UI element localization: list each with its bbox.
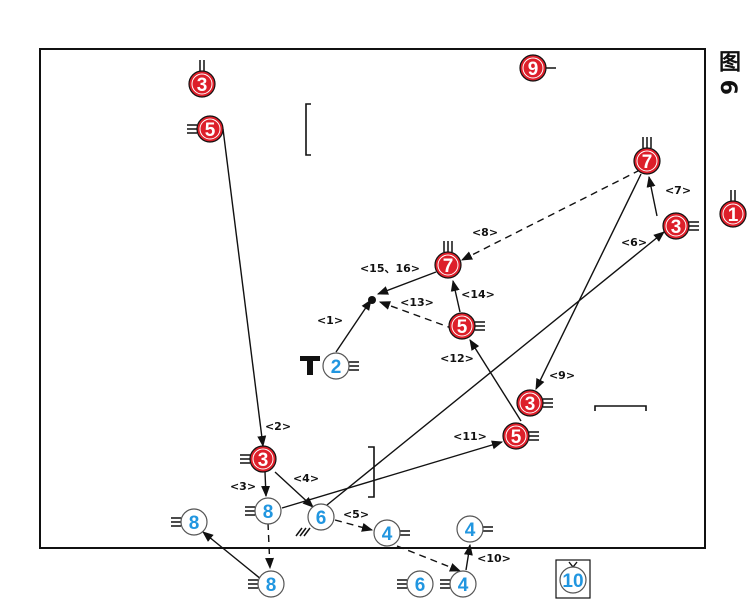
arrow-label: <10>: [477, 552, 511, 565]
arrow-label: <15、16>: [360, 262, 420, 275]
red-player-5: 5: [502, 422, 539, 450]
movement-path: [469, 339, 522, 422]
blue-player-6: 6: [397, 570, 434, 598]
player-number: 5: [457, 317, 468, 338]
paths-layer: [202, 128, 665, 585]
player-number: 4: [382, 524, 393, 545]
movement-path: [463, 543, 473, 571]
red-player-5: 5: [187, 115, 224, 143]
blue-player-8: 8: [245, 497, 282, 525]
movement-path: [396, 545, 462, 572]
player-number: 7: [642, 152, 653, 173]
blue-player-4: 4: [373, 519, 410, 547]
movement-path: [202, 531, 268, 585]
movement-path: [535, 173, 642, 391]
movement-path: [376, 271, 437, 295]
player-number: 4: [465, 520, 476, 541]
player-number: 8: [263, 502, 274, 523]
player-number: 10: [562, 571, 583, 592]
player-number: 9: [528, 59, 539, 80]
movement-path: [265, 522, 275, 570]
arrow-label: <9>: [549, 369, 575, 382]
arrow-label: <2>: [265, 420, 291, 433]
movement-path: [378, 301, 455, 330]
red-player-5: 5: [448, 312, 485, 340]
blue-player-6: 6: [295, 503, 335, 537]
arrow-label: <14>: [461, 288, 495, 301]
player-number: 8: [189, 513, 200, 534]
blue-player-4: 4: [440, 570, 477, 598]
arrow-label: <5>: [343, 508, 369, 521]
arrow-label: <7>: [665, 184, 691, 197]
player-number: 3: [258, 450, 269, 471]
arrow-label: <6>: [621, 236, 647, 249]
player-number: 8: [266, 575, 277, 596]
coach-t-icon: [300, 356, 320, 375]
movement-path: [326, 231, 665, 506]
movement-path: [334, 519, 374, 532]
player-number: 5: [511, 427, 522, 448]
player-number: 2: [331, 357, 342, 378]
blue-player-4: 4: [456, 515, 493, 543]
blue-player-10: 10: [555, 559, 591, 599]
movement-path: [450, 279, 461, 313]
red-player-1: 1: [719, 190, 747, 228]
movement-path: [222, 128, 267, 448]
arrow-label: <12>: [440, 352, 474, 365]
red-player-7: 7: [633, 137, 661, 175]
screen-point: [368, 296, 376, 304]
movement-path: [281, 440, 504, 509]
player-number: 6: [316, 508, 327, 529]
player-number: 5: [205, 120, 216, 141]
arrow-labels-layer: <1> <2> <3> <4> <5> <6> <7> <8> <9> <10> <11> <12> <…: [230, 184, 691, 565]
red-player-3: 3: [662, 212, 699, 240]
arrow-label: <3>: [230, 480, 256, 493]
arrow-label: <11>: [453, 430, 487, 443]
red-player-3: 3: [516, 389, 553, 417]
movement-path: [335, 299, 372, 353]
movement-path: [461, 169, 641, 261]
red-player-9: 9: [519, 54, 556, 82]
arrow-label: <4>: [293, 472, 319, 485]
arrow-label: <1>: [317, 314, 343, 327]
player-number: 1: [728, 205, 739, 226]
red-player-7: 7: [434, 241, 462, 279]
player-number: 6: [415, 575, 426, 596]
player-number: 3: [525, 394, 536, 415]
player-number: 7: [443, 256, 454, 277]
player-number: 4: [458, 575, 469, 596]
movement-path: [646, 175, 658, 217]
blue-player-2: 2: [322, 352, 359, 380]
blue-player-8: 8: [248, 570, 285, 598]
movement-path: [274, 471, 314, 508]
arrow-label: <8>: [472, 226, 498, 239]
movement-path: [261, 471, 271, 498]
court-boundary: [39, 48, 706, 549]
bracket-mark: [594, 405, 647, 411]
arrow-label: <13>: [400, 296, 434, 309]
figure-title: 图 6: [715, 50, 740, 95]
bracket-mark: [305, 103, 311, 156]
bracket-mark: [368, 446, 375, 498]
red-player-3: 3: [188, 60, 216, 98]
blue-player-8: 8: [171, 508, 208, 536]
red-player-3: 3: [240, 445, 277, 473]
player-number: 3: [197, 75, 208, 96]
player-number: 3: [671, 217, 682, 238]
